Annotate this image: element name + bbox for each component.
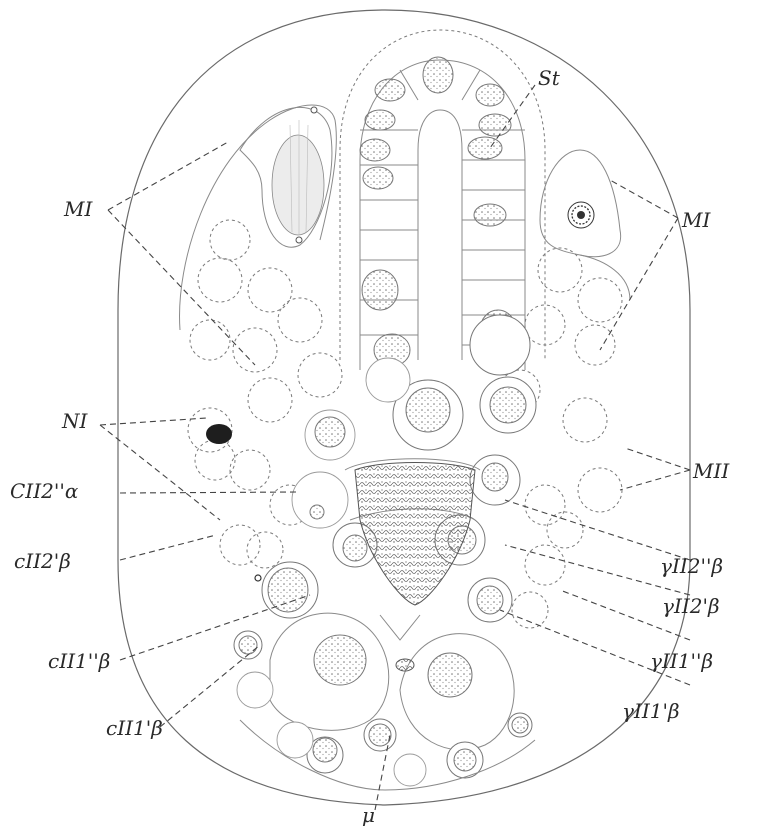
label-g2-2p-beta: γII2'β	[662, 594, 720, 618]
label-g2-2pp-beta: γII2''β	[660, 554, 723, 578]
spindle-pole-bottom	[296, 237, 302, 243]
label-g2-1p-beta: γII1'β	[622, 699, 680, 723]
right-mi-cell	[540, 150, 630, 300]
label-st: St	[538, 66, 561, 90]
lower-cells	[234, 613, 535, 790]
label-c2-2pp-alpha: CII2''α	[10, 479, 79, 503]
label-m1-left: MI	[63, 197, 93, 221]
label-c2-1pp-beta: cII1''β	[48, 649, 110, 673]
left-spindle	[272, 135, 324, 235]
label-c2-1p-beta: cII1'β	[106, 716, 163, 740]
label-c2-2p-beta: cII2'β	[14, 549, 71, 573]
label-n1: NI	[61, 409, 89, 433]
label-m1-right: MI	[681, 208, 711, 232]
label-g2-1pp-beta: γII1''β	[650, 649, 713, 673]
leader-lines	[100, 85, 690, 810]
right-faint-cells	[500, 248, 622, 628]
small-vesicle	[255, 575, 261, 581]
ni-nucleus	[206, 424, 232, 444]
left-mi-cell	[180, 105, 337, 330]
spindle-pole-top	[311, 107, 317, 113]
reticulate-tissue	[355, 463, 475, 606]
label-mu: μ	[362, 803, 375, 827]
label-m2: MII	[692, 459, 730, 483]
